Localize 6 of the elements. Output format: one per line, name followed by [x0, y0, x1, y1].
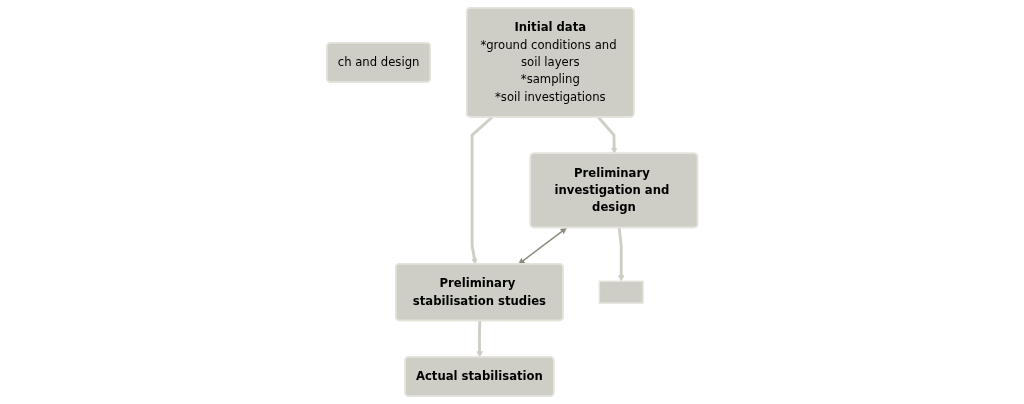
- arrow: [470, 116, 493, 265]
- arrow: [597, 116, 618, 154]
- arrow: [476, 320, 483, 358]
- arrow: [617, 227, 625, 282]
- arrow: [518, 227, 567, 265]
- node-box: [598, 280, 644, 304]
